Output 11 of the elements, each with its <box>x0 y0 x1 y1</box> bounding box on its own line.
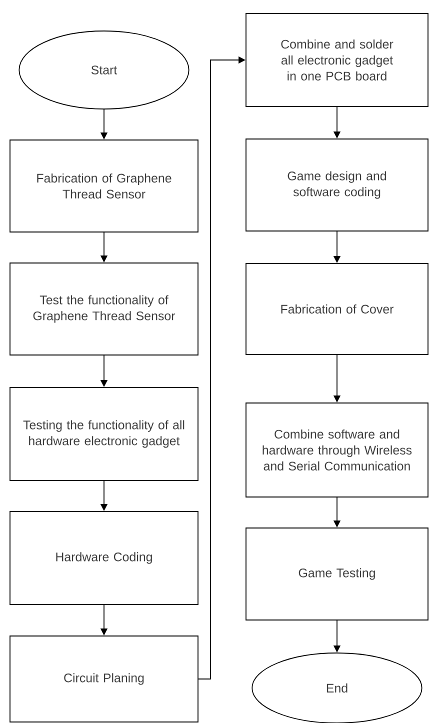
terminal-oval: Start <box>18 30 190 110</box>
process-box: Circuit Planing <box>10 636 198 722</box>
process-box: Testing the functionality of all hardware electronic gadget <box>10 387 198 481</box>
process-box: Game Testing <box>246 528 428 620</box>
process-box: Game design and software coding <box>246 138 428 232</box>
process-box: Combine and solder all electronic gadget in one PCB board <box>246 13 428 107</box>
process-box: Combine software and hardware through Wireless and Serial Communication <box>246 402 428 498</box>
process-box: Fabrication of Cover <box>246 263 428 355</box>
process-box: Hardware Coding <box>10 511 198 605</box>
process-box: Test the functionality of Graphene Thread Sensor <box>10 262 198 356</box>
process-box: Fabrication of Graphene Thread Sensor <box>10 140 198 232</box>
